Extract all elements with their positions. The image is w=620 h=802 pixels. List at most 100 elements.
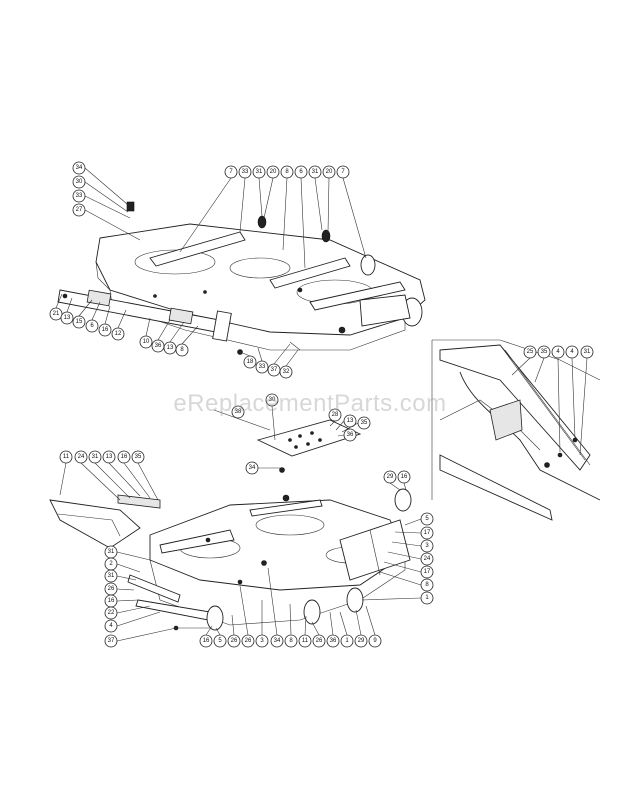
- callout-lower-31c: 31: [104, 569, 118, 583]
- callout-inset-4a: 4: [551, 345, 565, 359]
- svg-text:30: 30: [76, 179, 83, 185]
- svg-text:11: 11: [302, 638, 309, 644]
- callout-lower-1: 1: [420, 591, 434, 605]
- callout-upper-36: 36: [151, 339, 165, 353]
- callout-upper-6a: 6: [294, 165, 308, 179]
- callout-inset-25: 25: [523, 345, 537, 359]
- svg-text:1: 1: [345, 638, 349, 644]
- callout-lower-26: 26: [104, 582, 118, 596]
- callout-lower-8b: 8: [284, 634, 298, 648]
- svg-text:7: 7: [229, 169, 233, 175]
- svg-text:29: 29: [387, 474, 394, 480]
- watermark-text: eReplacementParts.com: [173, 390, 447, 417]
- callout-lower-26c: 26: [241, 634, 255, 648]
- callout-lower-1b: 1: [340, 634, 354, 648]
- svg-text:8: 8: [289, 638, 293, 644]
- callout-lower-17b: 17: [420, 565, 434, 579]
- callout-lower-22: 22: [104, 606, 118, 620]
- svg-text:24: 24: [424, 556, 431, 562]
- callout-inset-4b: 4: [565, 345, 579, 359]
- callout-upper-8a: 8: [280, 165, 294, 179]
- lower-deck-shell: [149, 499, 406, 591]
- svg-text:30: 30: [269, 397, 276, 403]
- svg-text:26: 26: [231, 638, 238, 644]
- callout-lower-5: 5: [420, 512, 434, 526]
- callout-lower-24b: 24: [420, 552, 434, 566]
- lower-deck-assembly: [49, 409, 412, 631]
- callout-lower-37: 37: [104, 634, 118, 648]
- svg-text:16: 16: [401, 474, 408, 480]
- callout-upper-12a: 12: [111, 327, 125, 341]
- upper-callouts: 34 30 33 27 7 33 31 20 8 6 31 20 7 21 13…: [49, 161, 367, 379]
- callout-upper-7b: 7: [336, 165, 350, 179]
- svg-text:11: 11: [63, 454, 70, 460]
- svg-text:36: 36: [155, 343, 162, 349]
- svg-text:13: 13: [347, 418, 354, 424]
- svg-text:17: 17: [424, 530, 431, 536]
- callout-lower-11b: 11: [298, 634, 312, 648]
- callout-lower-29: 29: [383, 470, 397, 484]
- svg-text:20: 20: [270, 169, 277, 175]
- svg-text:10: 10: [143, 339, 150, 345]
- svg-text:27: 27: [76, 207, 83, 213]
- svg-text:26: 26: [316, 638, 323, 644]
- svg-text:37: 37: [108, 638, 115, 644]
- callout-lower-35b: 35: [357, 416, 371, 430]
- callout-upper-15: 15: [72, 315, 86, 329]
- svg-text:22: 22: [108, 610, 115, 616]
- callout-lower-26b: 26: [227, 634, 241, 648]
- callout-inset-31: 31: [580, 345, 594, 359]
- callout-upper-20a: 20: [266, 165, 280, 179]
- svg-text:38: 38: [235, 409, 242, 415]
- svg-text:4: 4: [109, 623, 113, 629]
- svg-text:34: 34: [274, 638, 281, 644]
- callout-lower-11: 11: [59, 450, 73, 464]
- callout-upper-18: 18: [243, 355, 257, 369]
- svg-text:31: 31: [256, 169, 263, 175]
- callout-lower-31b: 31: [104, 545, 118, 559]
- callout-upper-30: 30: [72, 175, 86, 189]
- svg-text:34: 34: [249, 465, 256, 471]
- callout-lower-34b: 34: [270, 634, 284, 648]
- inset-callouts: 25 35 4 4 31: [511, 345, 594, 456]
- svg-text:3: 3: [425, 543, 429, 549]
- svg-text:26: 26: [108, 586, 115, 592]
- svg-text:5: 5: [218, 638, 222, 644]
- callout-upper-10: 10: [139, 335, 153, 349]
- svg-text:25: 25: [527, 349, 534, 355]
- callout-lower-8: 8: [420, 578, 434, 592]
- callout-upper-6b: 6: [85, 319, 99, 333]
- callout-lower-4: 4: [104, 619, 118, 633]
- callout-lower-16c: 16: [104, 594, 118, 608]
- callout-upper-7a: 7: [224, 165, 238, 179]
- svg-text:13: 13: [167, 345, 174, 351]
- callout-upper-27: 27: [72, 203, 86, 217]
- callout-upper-37: 37: [267, 363, 281, 377]
- svg-text:31: 31: [108, 573, 115, 579]
- callout-lower-24: 24: [74, 450, 88, 464]
- svg-text:8: 8: [425, 582, 429, 588]
- svg-text:3: 3: [260, 638, 264, 644]
- svg-text:28: 28: [332, 412, 339, 418]
- svg-text:31: 31: [108, 549, 115, 555]
- callout-lower-36b: 36: [326, 634, 340, 648]
- callout-upper-33b: 33: [238, 165, 252, 179]
- callout-lower-31: 31: [88, 450, 102, 464]
- svg-text:36: 36: [330, 638, 337, 644]
- callout-lower-35: 35: [131, 450, 145, 464]
- callout-lower-36: 36: [343, 428, 357, 442]
- callout-lower-2: 2: [104, 557, 118, 571]
- svg-text:16: 16: [121, 454, 128, 460]
- svg-text:7: 7: [341, 169, 345, 175]
- svg-text:33: 33: [242, 169, 249, 175]
- svg-text:16: 16: [203, 638, 210, 644]
- callout-upper-34: 34: [72, 161, 86, 175]
- callout-lower-3: 3: [420, 539, 434, 553]
- upper-deck-assembly: [57, 201, 426, 355]
- callout-lower-5b: 5: [213, 634, 227, 648]
- svg-text:36: 36: [347, 432, 354, 438]
- callout-upper-16: 16: [98, 323, 112, 337]
- svg-text:5: 5: [425, 516, 429, 522]
- lower-callouts: 11 24 31 13 16 35 30 34 28 13 36 35 38 2…: [59, 393, 434, 648]
- svg-text:35: 35: [541, 349, 548, 355]
